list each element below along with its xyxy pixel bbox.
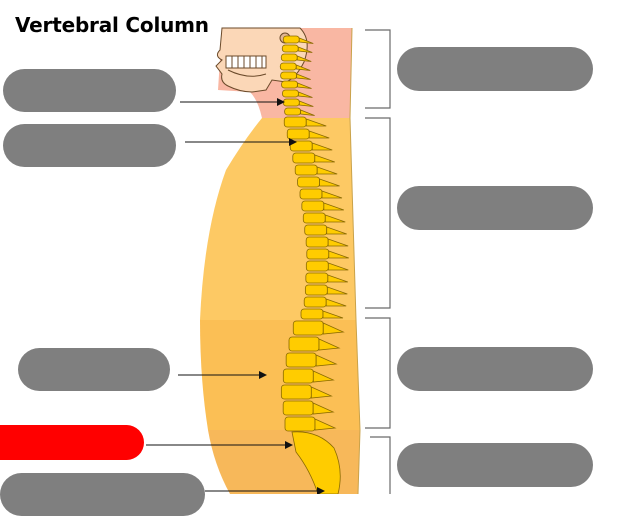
vertebra-body	[302, 201, 324, 211]
vertebra-body	[305, 225, 327, 235]
label-slot-right-2[interactable]	[397, 186, 593, 230]
vertebra-body	[283, 401, 313, 415]
label-slot-left-1[interactable]	[3, 69, 176, 112]
vertebra-body	[280, 63, 296, 70]
vertebra-body	[306, 237, 328, 247]
region-brackets	[365, 30, 390, 494]
vertebra-body	[281, 54, 297, 61]
bracket-thoracic	[365, 118, 390, 308]
bracket-cervical	[365, 30, 390, 108]
vertebra-body	[300, 189, 322, 199]
label-slot-right-1[interactable]	[397, 47, 593, 91]
label-slot-left-2[interactable]	[3, 124, 176, 167]
label-slot-left-3[interactable]	[18, 348, 170, 391]
vertebra-body	[306, 261, 328, 271]
label-slot-left-4[interactable]	[0, 425, 144, 460]
label-slot-left-5[interactable]	[0, 473, 205, 516]
bracket-sacral	[370, 437, 390, 494]
vertebra-body	[285, 417, 315, 431]
bracket-lumbar	[365, 318, 390, 428]
label-slot-right-4[interactable]	[397, 443, 593, 487]
vertebra-body	[305, 285, 327, 295]
vertebra-body	[303, 213, 325, 223]
vertebra-body	[283, 36, 299, 43]
vertebra-body	[281, 72, 297, 79]
vertebra-body	[293, 321, 323, 335]
vertebra-body	[282, 90, 298, 97]
vertebra-body	[304, 297, 326, 307]
vertebra-body	[301, 309, 323, 319]
vertebra-body	[282, 81, 298, 88]
vertebra-body	[285, 108, 301, 115]
vertebra-body	[283, 369, 313, 383]
vertebra-body	[293, 153, 315, 163]
vertebra-body	[281, 385, 311, 399]
vertebra-body	[283, 99, 299, 106]
label-slot-right-3[interactable]	[397, 347, 593, 391]
vertebra-body	[287, 129, 309, 139]
vertebra-body	[306, 273, 328, 283]
vertebra-body	[282, 45, 298, 52]
vertebra-body	[307, 249, 329, 259]
vertebra-body	[289, 337, 319, 351]
vertebra-body	[286, 353, 316, 367]
vertebra-body	[298, 177, 320, 187]
vertebra-body	[284, 117, 306, 127]
vertebra-body	[295, 165, 317, 175]
